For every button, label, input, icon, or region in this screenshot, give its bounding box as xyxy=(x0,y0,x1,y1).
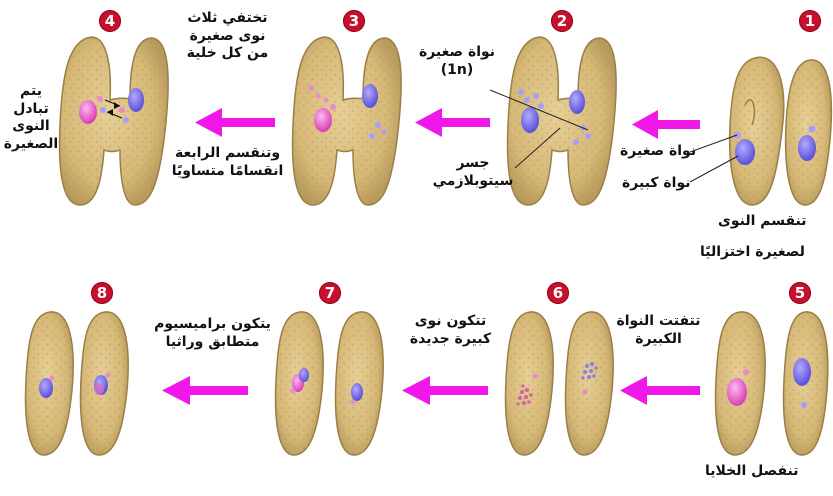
arrow-3-4 xyxy=(195,108,275,137)
stage-7-cells xyxy=(276,312,384,455)
micronucleus xyxy=(291,389,296,394)
micronucleus xyxy=(573,139,579,145)
macronucleus xyxy=(569,90,585,114)
caption-step3-top: تختفي ثلاث نوى صغيرة من كل خلية xyxy=(175,10,280,63)
arrow-6-7 xyxy=(402,376,488,405)
micronucleus xyxy=(324,98,329,103)
micronucleus xyxy=(316,94,321,99)
stage-5-cells xyxy=(716,312,828,455)
label-line: الكبيرة xyxy=(606,331,711,349)
micronucleus xyxy=(123,117,129,123)
arrow-5-6 xyxy=(620,376,700,405)
arrow-2-3 xyxy=(415,108,490,137)
label-line: من كل خلية xyxy=(175,45,280,63)
micronucleus xyxy=(308,85,314,91)
step-number-badge: 2 xyxy=(551,10,573,32)
macronucleus xyxy=(521,107,539,133)
label-line: متطابق وراثيا xyxy=(140,334,285,352)
micronucleus xyxy=(533,93,539,99)
caption-step7: تتكون نوى كبيرة جديدة xyxy=(398,313,503,348)
label-micronucleus: نواة صغيرة xyxy=(620,143,696,161)
label-line: تبادل xyxy=(0,101,62,119)
micronucleus xyxy=(330,104,336,110)
label-line: يتكون براميسيوم xyxy=(140,316,285,334)
macronucleus xyxy=(793,358,811,386)
step-number-badge: 8 xyxy=(91,282,113,304)
micronucleus xyxy=(119,107,125,113)
macronucleus xyxy=(727,378,747,406)
label-line: تتكون نوى xyxy=(398,313,503,331)
step-number-badge: 5 xyxy=(789,282,811,304)
caption-step5: تنفصل الخلايا xyxy=(705,463,799,481)
label-line: كبيرة جديدة xyxy=(398,331,503,349)
micronucleus xyxy=(533,374,538,379)
label-line: سيتوبلازمي xyxy=(428,173,518,191)
caption-step3-bottom: وتنقسم الرابعة انقسامًا متساويًا xyxy=(165,145,290,180)
label-line: وتنقسم الرابعة xyxy=(165,145,290,163)
label-line: يتم xyxy=(0,83,62,101)
caption-step6: تتفتت النواة الكبيرة xyxy=(606,313,711,348)
micronucleus xyxy=(524,97,530,103)
label-line: (1n) xyxy=(412,62,502,80)
step-number-badge: 7 xyxy=(319,282,341,304)
stage-8-cells xyxy=(26,312,129,455)
micronucleus xyxy=(743,369,749,375)
label-micronucleus-1n: نواة صغيرة (1n) xyxy=(412,44,502,79)
micronucleus xyxy=(106,373,111,378)
micronucleus xyxy=(97,96,103,102)
label-line: الصغيرة xyxy=(0,136,62,154)
label-line: نوى صغيرة xyxy=(175,28,280,46)
macronucleus xyxy=(128,88,144,112)
label-line: تختفي ثلاث xyxy=(175,10,280,28)
stage-6-cells xyxy=(506,312,614,455)
stage-4-cells xyxy=(60,37,169,205)
macronucleus xyxy=(39,378,53,398)
macronucleus xyxy=(362,84,378,108)
micronucleus xyxy=(809,126,816,133)
step-number-badge: 1 xyxy=(799,10,821,32)
label-line: النوى xyxy=(0,118,62,136)
micronucleus xyxy=(583,390,588,395)
micronucleus xyxy=(801,402,807,408)
caption-step8: يتكون براميسيوم متطابق وراثيا xyxy=(140,316,285,351)
micronucleus xyxy=(50,376,55,381)
label-macronucleus: نواة كبيرة xyxy=(622,175,691,193)
arrow-7-8 xyxy=(162,376,248,405)
macronucleus xyxy=(351,383,363,401)
label-line: نواة صغيرة xyxy=(412,44,502,62)
caption-step1-line2: لصغيرة اختزاليًا xyxy=(700,244,805,262)
micronucleus xyxy=(585,133,591,139)
micronucleus xyxy=(100,107,106,113)
caption-step1-line1: تنقسم النوى xyxy=(718,213,807,231)
stage-3-cells xyxy=(293,37,402,205)
step-number-badge: 4 xyxy=(99,10,121,32)
micronucleus xyxy=(375,122,381,128)
macronucleus xyxy=(79,100,97,124)
macronucleus xyxy=(798,135,816,161)
label-pointer-lines xyxy=(690,130,750,190)
label-line: انقسامًا متساويًا xyxy=(165,163,290,181)
step-number-badge: 3 xyxy=(343,10,365,32)
macronucleus xyxy=(314,108,332,132)
macronucleus xyxy=(299,368,309,382)
micronucleus xyxy=(369,133,375,139)
label-line: تتفتت النواة xyxy=(606,313,711,331)
micronucleus xyxy=(382,130,387,135)
caption-step4: يتم تبادل النوى الصغيرة xyxy=(0,83,62,153)
micronucleus xyxy=(518,89,524,95)
micronucleus xyxy=(351,400,356,405)
label-cytoplasmic-bridge: جسر سيتوبلازمي xyxy=(428,155,518,190)
micronucleus xyxy=(538,103,544,109)
label-line: جسر xyxy=(428,155,518,173)
step-number-badge: 6 xyxy=(547,282,569,304)
